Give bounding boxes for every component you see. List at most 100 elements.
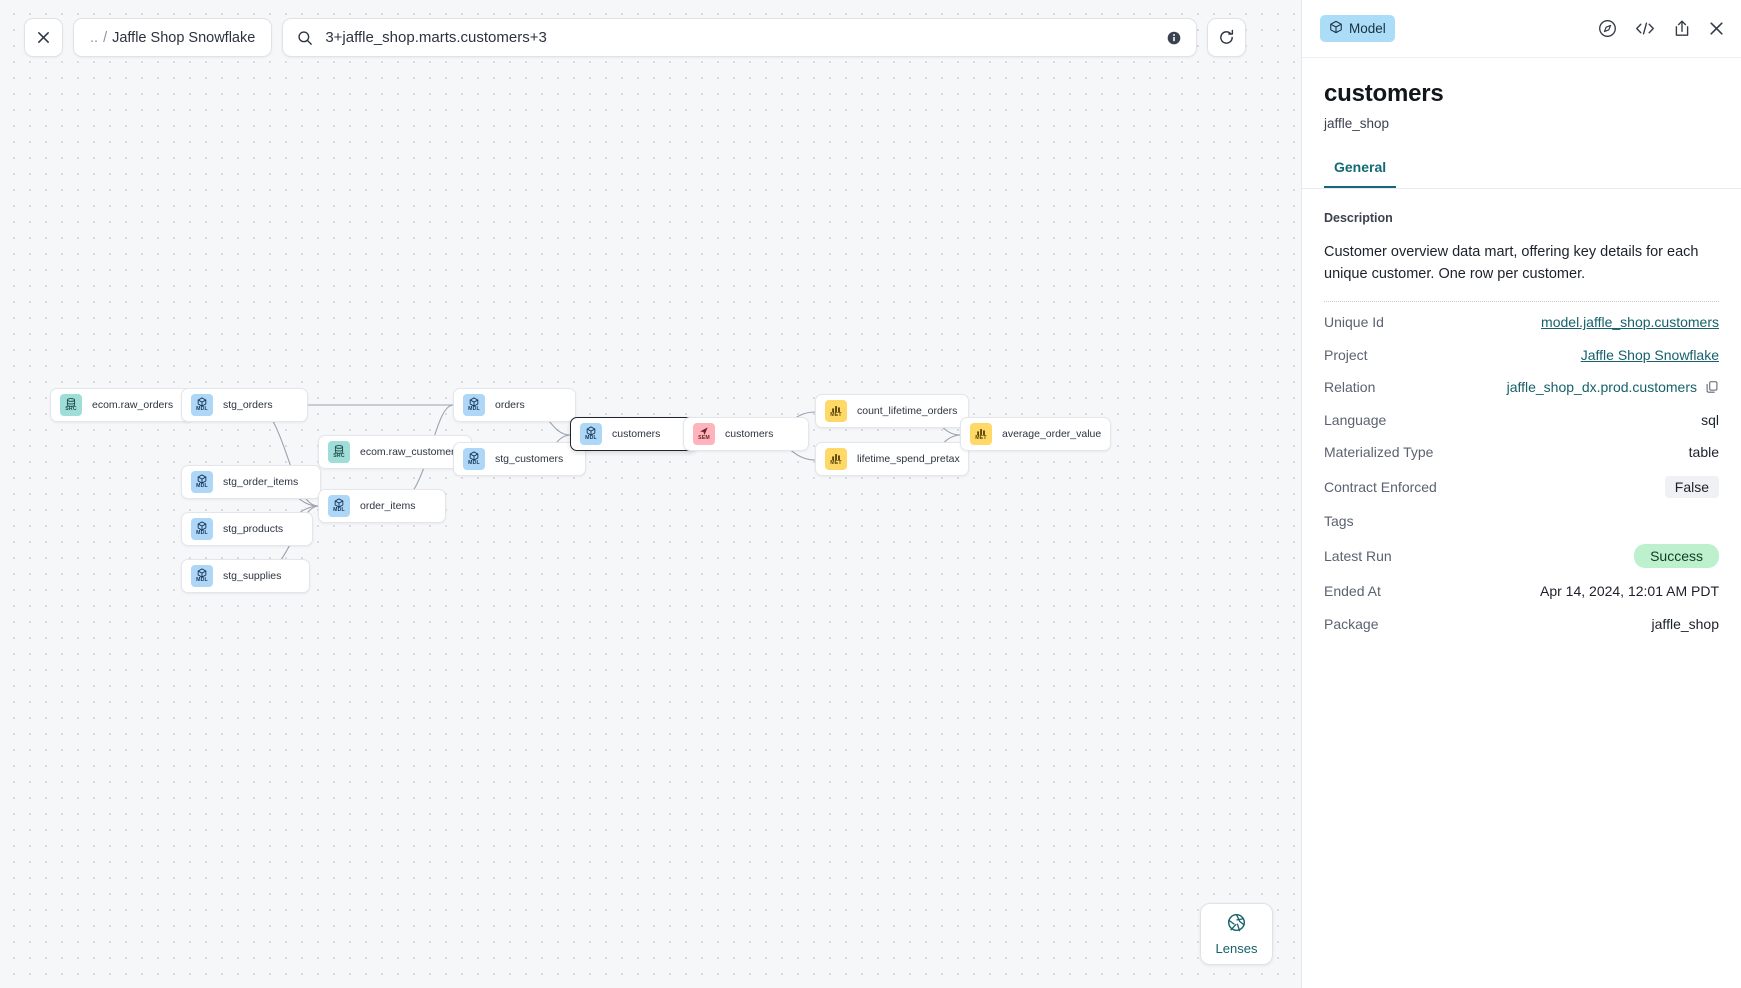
close-icon[interactable] <box>1708 20 1725 37</box>
info-icon[interactable] <box>1166 30 1182 46</box>
graph-node-order_items[interactable]: MDL order_items <box>318 489 446 523</box>
page-subtitle: jaffle_shop <box>1324 116 1390 131</box>
graph-node-label: stg_customers <box>495 453 564 465</box>
mdl-badge-icon: MDL <box>191 518 213 540</box>
detail-row: Relation jaffle_shop_dx.prod.customers <box>1324 371 1719 404</box>
graph-node-count_lifetime_orders[interactable]: MET count_lifetime_orders <box>815 394 969 428</box>
search-icon <box>297 30 313 46</box>
detail-row: Tags <box>1324 505 1719 538</box>
graph-node-ecom_raw_customers[interactable]: SRC ecom.raw_customers <box>318 435 472 469</box>
lenses-button[interactable]: Lenses <box>1200 903 1273 965</box>
page-title: customers <box>1324 80 1444 107</box>
breadcrumb-project: Jaffle Shop Snowflake <box>112 29 256 46</box>
lenses-label: Lenses <box>1215 940 1258 956</box>
detail-value-text[interactable]: jaffle_shop_dx.prod.customers <box>1506 379 1697 396</box>
resource-type-chip[interactable]: Model <box>1320 15 1395 42</box>
breadcrumb-separator: / <box>103 29 108 46</box>
graph-node-average_order_value[interactable]: MET average_order_value <box>960 417 1111 451</box>
detail-key: Project <box>1324 346 1368 363</box>
details-panel: Model customers jaffle_shop <box>1301 0 1741 988</box>
detail-key: Package <box>1324 615 1379 632</box>
resource-type-label: Model <box>1349 21 1386 36</box>
graph-node-label: stg_orders <box>223 399 273 411</box>
detail-value: False <box>1664 475 1719 498</box>
graph-node-stg_products[interactable]: MDL stg_products <box>181 512 313 546</box>
breadcrumb[interactable]: .. / Jaffle Shop Snowflake <box>73 18 273 57</box>
canvas-toolbar: .. / Jaffle Shop Snowflake <box>24 18 1247 57</box>
graph-node-label: average_order_value <box>1002 428 1102 440</box>
graph-node-label: stg_supplies <box>223 570 282 582</box>
explore-icon[interactable] <box>1598 19 1617 38</box>
cube-icon <box>1329 20 1343 37</box>
graph-node-label: customers <box>725 428 774 440</box>
mdl-badge-icon: MDL <box>580 423 602 445</box>
panel-header: customers jaffle_shop <box>1302 58 1741 131</box>
share-icon[interactable] <box>1673 19 1691 38</box>
search-bar[interactable] <box>282 18 1198 57</box>
panel-actions <box>1598 19 1725 38</box>
detail-value: table <box>1688 444 1719 461</box>
met-badge-icon: MET <box>825 448 847 470</box>
mdl-badge-icon: MDL <box>463 448 485 470</box>
graph-node-stg_orders[interactable]: MDL stg_orders <box>181 388 308 422</box>
detail-key: Unique Id <box>1324 314 1384 331</box>
close-icon <box>36 30 51 45</box>
graph-node-label: ecom.raw_orders <box>92 399 174 411</box>
refresh-icon <box>1218 29 1235 46</box>
close-button[interactable] <box>24 18 63 57</box>
copy-icon[interactable] <box>1705 380 1719 394</box>
refresh-button[interactable] <box>1207 18 1247 57</box>
detail-key: Latest Run <box>1324 548 1392 565</box>
mdl-badge-icon: MDL <box>191 394 213 416</box>
tab-general[interactable]: General <box>1324 159 1397 188</box>
detail-row: Materialized Type table <box>1324 436 1719 469</box>
detail-value[interactable]: Jaffle Shop Snowflake <box>1580 346 1719 363</box>
detail-value: sql <box>1701 411 1719 428</box>
detail-key: Language <box>1324 411 1387 428</box>
met-badge-icon: MET <box>970 423 992 445</box>
graph-node-label: order_items <box>360 500 416 512</box>
detail-key: Contract Enforced <box>1324 478 1437 495</box>
detail-key: Tags <box>1324 512 1354 529</box>
detail-row: Contract Enforced False <box>1324 469 1719 505</box>
detail-value[interactable]: model.jaffle_shop.customers <box>1541 314 1719 331</box>
graph-node-label: customers <box>612 428 661 440</box>
src-badge-icon: SRC <box>60 394 82 416</box>
general-section: Description Customer overview data mart,… <box>1302 189 1741 640</box>
detail-value: Success <box>1634 544 1719 569</box>
detail-row: Project Jaffle Shop Snowflake <box>1324 339 1719 372</box>
mdl-badge-icon: MDL <box>191 471 213 493</box>
met-badge-icon: MET <box>825 400 847 422</box>
breadcrumb-dots: .. <box>90 29 99 46</box>
graph-node-customers_model[interactable]: MDL customers <box>570 417 697 451</box>
aperture-icon <box>1227 913 1246 937</box>
graph-node-label: count_lifetime_orders <box>857 405 958 417</box>
detail-key: Ended At <box>1324 583 1381 600</box>
graph-node-label: lifetime_spend_pretax <box>857 453 960 465</box>
mdl-badge-icon: MDL <box>328 495 350 517</box>
graph-node-ecom_raw_orders[interactable]: SRC ecom.raw_orders <box>50 388 195 422</box>
detail-key: Relation <box>1324 379 1376 396</box>
graph-node-label: ecom.raw_customers <box>360 446 460 458</box>
detail-value[interactable]: jaffle_shop_dx.prod.customers <box>1507 379 1719 395</box>
mdl-badge-icon: MDL <box>191 565 213 587</box>
detail-row: Latest Run Success <box>1324 537 1719 575</box>
detail-value: Apr 14, 2024, 12:01 AM PDT <box>1540 583 1719 600</box>
lineage-canvas[interactable]: .. / Jaffle Shop Snowflake <box>0 0 1301 988</box>
detail-row: Ended At Apr 14, 2024, 12:01 AM PDT <box>1324 575 1719 608</box>
graph-node-label: stg_products <box>223 523 284 535</box>
panel-toolbar: Model <box>1302 0 1741 58</box>
graph-node-stg_supplies[interactable]: MDL stg_supplies <box>181 559 310 593</box>
src-badge-icon: SRC <box>328 441 350 463</box>
graph-node-lifetime_spend_pretax[interactable]: MET lifetime_spend_pretax <box>815 442 969 476</box>
code-icon[interactable] <box>1634 19 1656 38</box>
graph-node-stg_customers[interactable]: MDL stg_customers <box>453 442 586 476</box>
detail-value: jaffle_shop <box>1651 615 1719 632</box>
search-input[interactable] <box>325 29 1155 46</box>
detail-key: Materialized Type <box>1324 444 1434 461</box>
